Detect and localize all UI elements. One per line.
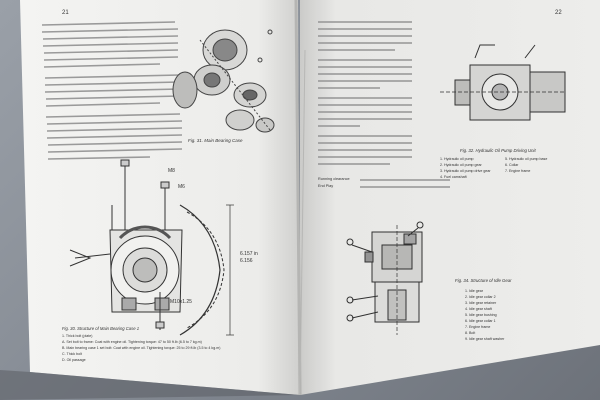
fig32-item-7: 7. Engine frame xyxy=(505,169,530,173)
fig34-idle-gear-drawing xyxy=(346,221,424,335)
dimension-top: 6.157 in xyxy=(240,251,258,257)
fig32-item-5: 5. Hydraulic oil pump base xyxy=(505,157,547,161)
book-gutter xyxy=(294,0,302,396)
fig31-bearing-parts xyxy=(172,29,275,133)
fig34-item-2: 2. Idle gear collar 2 xyxy=(465,295,496,299)
running-clearance-label: Running clearance xyxy=(318,177,350,181)
right-page-number: 22 xyxy=(555,10,562,16)
fig30-item-c: C. Thick bolt xyxy=(62,352,82,356)
left-page-body-text xyxy=(41,21,183,160)
fig32-item-2: 2. Hydraulic oil pump gear xyxy=(440,163,483,167)
fig31-caption: Fig. 31. Main Bearing Case xyxy=(188,138,243,143)
fig34-item-4: 4. Idle gear shaft xyxy=(465,307,492,311)
fig34-caption: Fig. 34. Structure of Idle Gear xyxy=(455,278,512,283)
fig30-caption: Fig. 30. Structure of Main Bearing Case … xyxy=(62,326,139,331)
fig34-item-7: 7. Engine frame xyxy=(465,325,490,329)
callout-m8: M8 xyxy=(168,168,175,174)
fig32-item-6: 6. Collar xyxy=(505,163,519,167)
left-page-number: 21 xyxy=(62,10,69,16)
fig34-legend: 1. Idle gear 2. Idle gear collar 2 3. Id… xyxy=(465,289,505,341)
dimension-bottom: 6.156 xyxy=(240,258,253,264)
callout-m6: M6 xyxy=(178,184,185,190)
fig34-item-3: 3. Idle gear retainer xyxy=(465,301,497,305)
fig32-hydraulic-pump-drawing xyxy=(440,44,566,121)
fig30-item-d: D. Oil passage xyxy=(62,358,86,362)
fig34-item-6: 6. Idle gear collar 1 xyxy=(465,319,496,323)
fig30-legend: 1. Thick bolt (plate) A. Set bolt to fra… xyxy=(62,334,220,362)
fig34-item-9: 9. Idle gear shaft washer xyxy=(465,337,505,341)
fig30-item-b: B. Main bearing case 1 set bolt: Coat wi… xyxy=(62,346,220,350)
fig32-caption: Fig. 32. Hydraulic Oil Pump Driving Unit xyxy=(460,148,537,153)
right-page-body-text xyxy=(318,21,412,165)
fig34-item-5: 5. Idle gear bushing xyxy=(465,313,497,317)
fig32-item-3: 3. Hydraulic oil pump drive gear xyxy=(440,169,491,173)
fig34-item-8: 8. Bolt xyxy=(465,331,475,335)
callout-m10: M10x1.25 xyxy=(170,299,192,305)
fig30-item-a: A. Set bolt to frame: Coat with engine o… xyxy=(62,340,202,344)
fig30-item-1: 1. Thick bolt (plate) xyxy=(62,334,93,338)
fig30-bearing-case-drawing xyxy=(69,159,234,336)
fig32-item-1: 1. Hydraulic oil pump xyxy=(440,157,474,161)
fig32-legend: 1. Hydraulic oil pump 2. Hydraulic oil p… xyxy=(440,157,547,179)
end-play-label: End Play xyxy=(318,184,333,188)
fig34-item-1: 1. Idle gear xyxy=(465,289,484,293)
fig32-item-4: 4. Fuel camshaft xyxy=(440,175,467,179)
